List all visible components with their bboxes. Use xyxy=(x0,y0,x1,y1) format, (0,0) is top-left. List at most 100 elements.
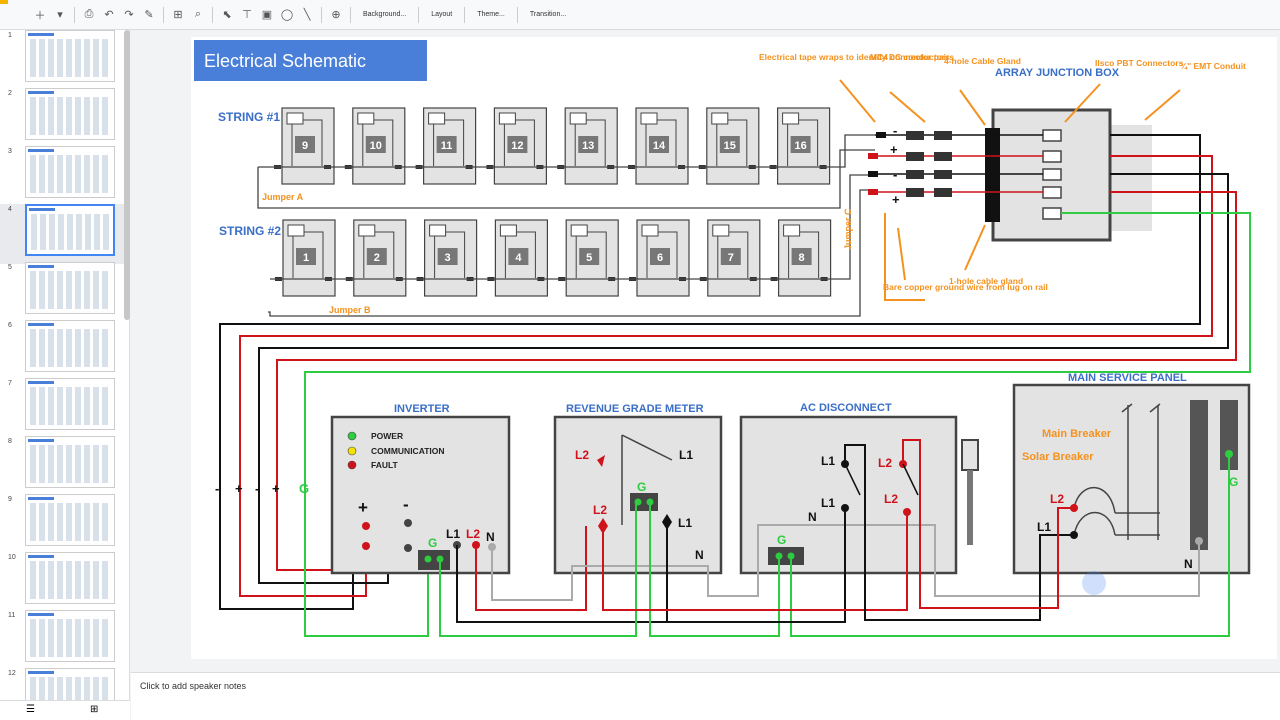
solar-panel: 5 xyxy=(558,219,619,297)
inverter-l2-label: L2 xyxy=(466,527,480,541)
slide-thumb[interactable]: 1 xyxy=(0,30,124,90)
slide-thumbnail[interactable] xyxy=(25,436,115,488)
main-service-panel-box xyxy=(1012,383,1251,575)
meter-ground-bar xyxy=(630,493,658,511)
wire-disc-panel-l2 xyxy=(902,439,1074,609)
title-box xyxy=(194,40,427,81)
panel-label-box xyxy=(791,248,812,265)
slide-thumbnail[interactable] xyxy=(25,320,115,372)
fit-icon[interactable]: ⊞ xyxy=(173,9,183,21)
background-button[interactable]: Background... xyxy=(363,11,407,18)
panel-l2-label: L2 xyxy=(1050,492,1064,506)
disconnect-handle[interactable] xyxy=(961,439,979,471)
select-cursor-icon[interactable]: ⬉ xyxy=(222,9,232,21)
slide-number: 9 xyxy=(8,496,12,503)
paint-format-icon[interactable]: ✎ xyxy=(144,9,154,21)
panel-label-box xyxy=(437,248,458,265)
comment-icon[interactable]: ⊕ xyxy=(331,9,341,21)
undo-icon[interactable]: ↶ xyxy=(104,9,114,21)
solar-panel: 2 xyxy=(345,219,407,297)
slide-thumb[interactable]: 10 xyxy=(0,552,124,612)
line-icon[interactable]: ╲ xyxy=(303,9,311,21)
text-box-icon[interactable]: ⊤ xyxy=(242,9,252,21)
junction-box xyxy=(640,112,658,125)
callout-mc4: MC4 connector pairs xyxy=(870,52,954,62)
thumb-content xyxy=(31,214,109,250)
jumper-a-label: Jumper A xyxy=(262,192,304,202)
slide-number: 10 xyxy=(8,554,16,561)
arrow-gland1 xyxy=(964,224,986,271)
feeder-neg-1 xyxy=(219,134,1201,610)
slide-thumb[interactable]: 3 xyxy=(0,146,124,206)
filmstrip-scrollbar[interactable] xyxy=(124,30,130,320)
panel-label-box xyxy=(578,136,599,153)
slide-thumb[interactable]: 8 xyxy=(0,436,124,496)
dc-plus-sign: + xyxy=(892,192,900,207)
ground-bus xyxy=(1220,400,1238,470)
speaker-notes-placeholder[interactable]: Click to add speaker notes xyxy=(140,681,247,691)
slide-thumbnail[interactable] xyxy=(25,30,115,82)
slide-thumb[interactable]: 5 xyxy=(0,262,124,322)
theme-button[interactable]: Theme... xyxy=(477,11,505,18)
junction-box xyxy=(286,112,304,125)
zoom-icon[interactable]: ⌕ xyxy=(194,8,202,20)
solar-panel: 1 xyxy=(275,219,336,297)
slide-thumbnail[interactable] xyxy=(25,204,115,256)
junction-box xyxy=(499,224,517,237)
slide-thumb[interactable]: 7 xyxy=(0,378,124,438)
junction-box xyxy=(711,112,729,125)
slide-thumbnail[interactable] xyxy=(25,146,115,198)
meter-switch xyxy=(621,434,673,525)
junction-box xyxy=(287,224,305,237)
redo-icon[interactable]: ↷ xyxy=(124,9,134,21)
slide-thumbnail[interactable] xyxy=(25,262,115,314)
slide-thumbnail[interactable] xyxy=(25,378,115,430)
slide-thumb-selected[interactable]: 4 xyxy=(0,204,124,264)
thumb-title-bar xyxy=(28,149,54,152)
panel-label-box xyxy=(650,248,670,265)
slide-thumb[interactable]: 6 xyxy=(0,320,124,380)
fault-led xyxy=(347,460,357,470)
image-icon[interactable]: ▣ xyxy=(261,9,273,21)
arrow-ilsco xyxy=(1064,83,1101,123)
wire-inv-meter-l2 xyxy=(475,526,587,611)
slide-canvas[interactable]: Electrical Schematic STRING #1 STRING #2… xyxy=(191,37,1277,659)
thumb-content xyxy=(30,503,110,541)
slide-thumbnail[interactable] xyxy=(25,610,115,662)
layout-button[interactable]: Layout xyxy=(431,11,453,18)
slide-thumbnail[interactable] xyxy=(25,494,115,546)
wire-disc-panel-ground xyxy=(790,454,1230,637)
solar-panel: 6 xyxy=(629,219,690,297)
slide-thumb[interactable]: 2 xyxy=(0,88,124,148)
slide-thumb[interactable]: 9 xyxy=(0,494,124,554)
toolbar-divider xyxy=(163,6,164,23)
panel-lead xyxy=(788,231,820,278)
main-breaker-label: Main Breaker xyxy=(1042,428,1112,440)
thumb-title-bar xyxy=(28,381,54,384)
slide-thumbnail[interactable] xyxy=(25,88,115,140)
callout-ground: Bare copper ground wire from lug on rail xyxy=(883,282,1048,292)
slide-thumbnail[interactable] xyxy=(25,552,115,604)
slide-number: 11 xyxy=(8,612,16,619)
list-view-icon[interactable]: ☰ xyxy=(26,704,35,715)
shape-icon[interactable]: ◯ xyxy=(280,9,294,21)
panel-lead xyxy=(363,231,395,278)
solar-breaker-poles xyxy=(1073,486,1116,536)
thumb-content xyxy=(30,271,110,309)
chevron-down-icon[interactable]: ▾ xyxy=(57,9,63,21)
slide-thumb[interactable]: 11 xyxy=(0,610,124,670)
panel-lead xyxy=(716,119,748,166)
toolbar-divider xyxy=(350,6,351,23)
string-2-label: STRING #2 xyxy=(219,224,281,238)
toolbar-divider xyxy=(74,6,75,23)
print-icon[interactable]: ⎙ xyxy=(84,8,94,20)
callouts: Electrical tape wraps to identify DC con… xyxy=(759,52,1246,292)
thumb-content xyxy=(30,155,110,193)
add-icon[interactable]: ＋ xyxy=(34,9,46,22)
mc4-connector xyxy=(934,170,952,179)
ilsco-connector xyxy=(1042,129,1062,142)
speaker-notes[interactable]: Click to add speaker notes xyxy=(131,672,1280,720)
grid-view-icon[interactable]: ⊞ xyxy=(90,704,99,715)
transition-button[interactable]: Transition... xyxy=(529,11,567,18)
